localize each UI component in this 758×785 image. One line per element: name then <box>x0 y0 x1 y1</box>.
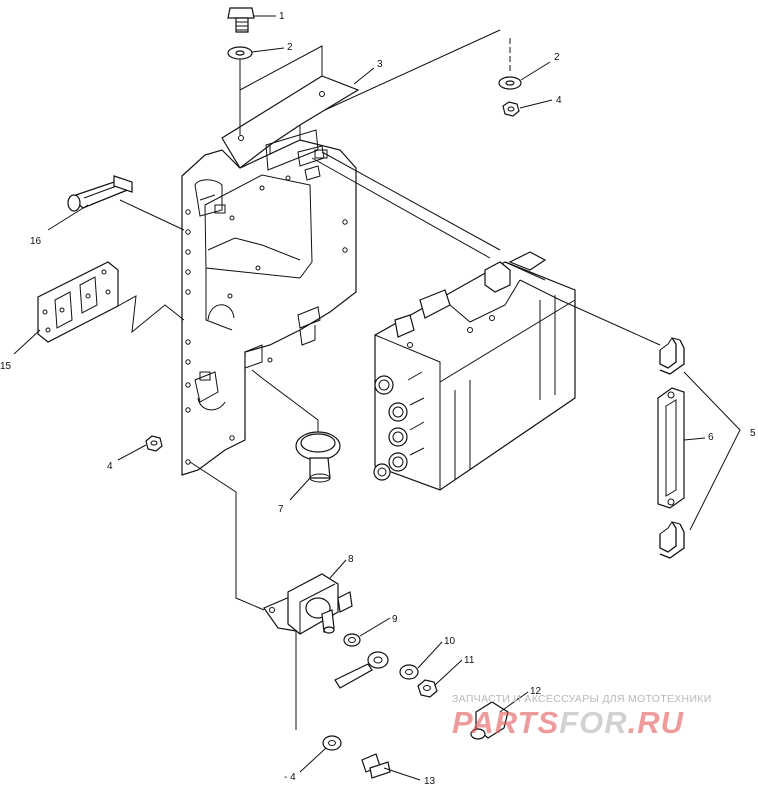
callout-4-left: 4 <box>107 461 113 472</box>
callout-15: 15 <box>0 361 12 372</box>
callout-1: 1 <box>279 11 285 22</box>
part-16-spacer <box>67 175 134 212</box>
part-11-nut <box>417 679 438 698</box>
part-5-hook-top <box>659 337 685 375</box>
callout-16: 16 <box>30 236 42 247</box>
part-12-boot <box>470 701 509 740</box>
part-6-strap <box>657 387 685 509</box>
callout-2-left: 2 <box>287 42 293 53</box>
assembly-lines <box>117 29 661 730</box>
part-10-washer <box>399 664 419 680</box>
callout-4-bottom: - 4 <box>284 772 296 783</box>
watermark-logo-part2: FOR <box>559 705 628 740</box>
watermark-logo-part3: .RU <box>627 705 685 740</box>
part-7-clamp <box>295 431 341 483</box>
watermark-logo-part1: PARTS <box>452 705 560 740</box>
callout-13: 13 <box>424 776 436 785</box>
callout-labels: 1 2 2 3 4 4 - 4 5 6 7 8 9 10 11 12 13 15… <box>0 11 756 785</box>
part-1-bolt <box>227 7 255 33</box>
callout-9: 9 <box>392 614 398 625</box>
part-4-nut-top <box>502 101 520 117</box>
watermark-logo: PARTSFOR.RU <box>452 705 684 741</box>
callout-8: 8 <box>348 554 354 565</box>
callout-10: 10 <box>444 636 456 647</box>
callout-12: 12 <box>530 686 542 697</box>
leader-lines <box>13 15 741 781</box>
main-box-housing <box>373 251 576 491</box>
callout-3: 3 <box>377 59 383 70</box>
part-4-washer-bottom <box>322 735 342 751</box>
callout-4-top: 4 <box>556 95 562 106</box>
ring-terminal-cable <box>334 651 389 689</box>
callout-2-right: 2 <box>554 52 560 63</box>
part-2-washer-right <box>498 76 522 90</box>
callout-7: 7 <box>278 504 284 515</box>
callout-11: 11 <box>464 655 475 666</box>
part-15-bracket <box>37 261 119 343</box>
part-5-hook-bottom <box>659 521 685 559</box>
part-13-screw <box>361 753 391 779</box>
watermark-tagline: ЗАПЧАСТИ И АКСЕССУАРЫ ДЛЯ МОТОТЕХНИКИ <box>452 693 712 705</box>
part-3-mounting-plate <box>181 75 360 476</box>
part-4-nut-left <box>145 435 163 452</box>
part-2-washer-left <box>227 46 253 60</box>
part-9-lock-washer <box>343 633 361 647</box>
callout-6: 6 <box>708 432 714 443</box>
callout-5: 5 <box>750 428 756 439</box>
part-8-solenoid <box>263 573 353 635</box>
